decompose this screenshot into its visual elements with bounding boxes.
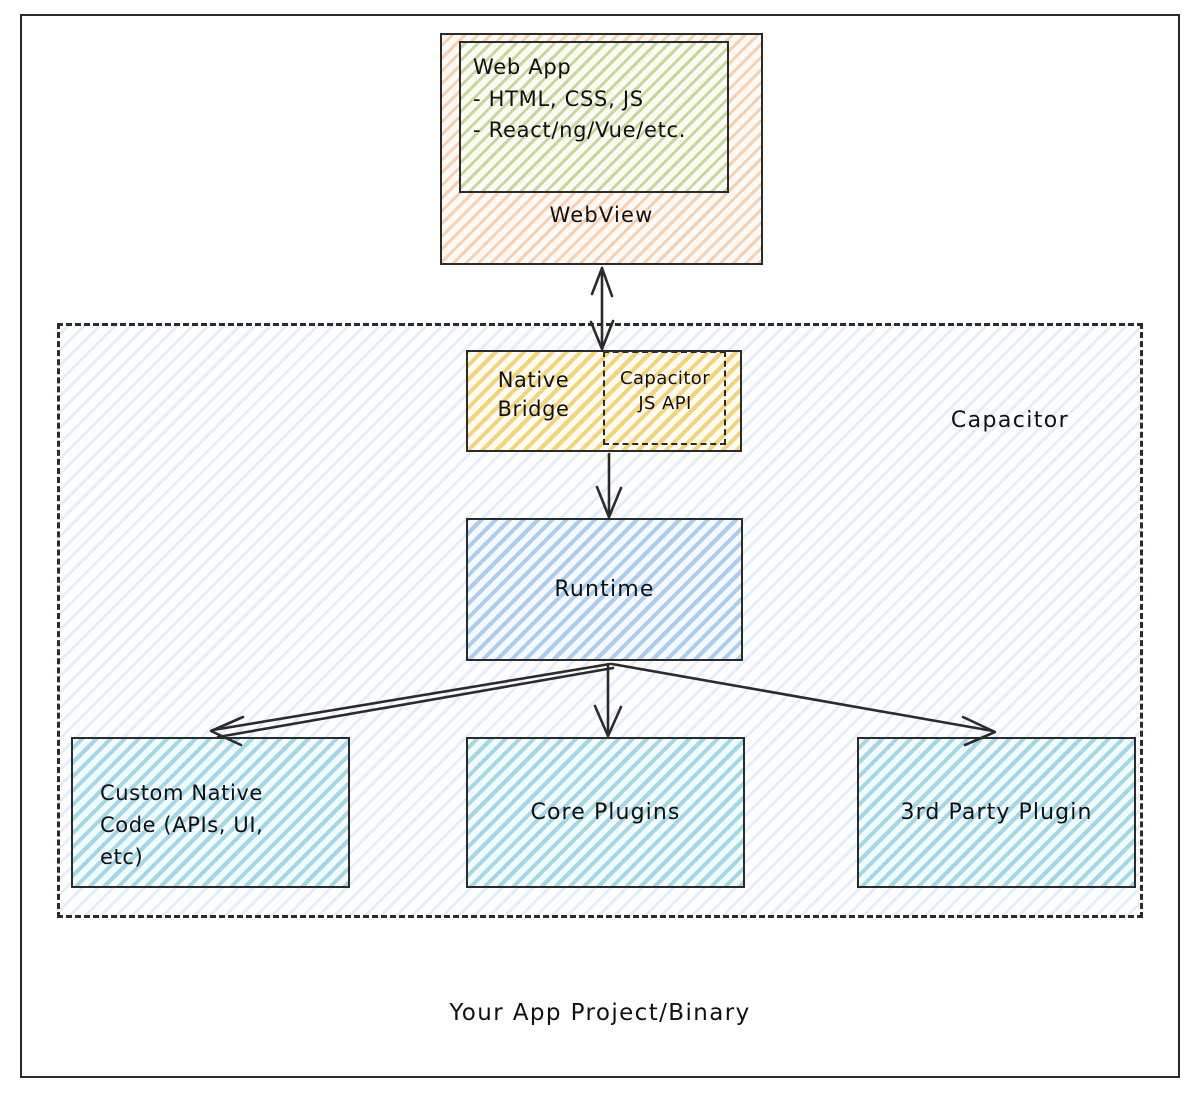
capacitor-container-label: Capacitor	[950, 408, 1070, 433]
node-third-party-plugin: 3rd Party Plugin	[857, 737, 1136, 888]
node-native-bridge-label: Native Bridge	[497, 368, 570, 421]
node-custom-native-code-label: Custom Native Code (APIs, UI, etc)	[100, 781, 264, 869]
node-runtime-label: Runtime	[554, 576, 655, 602]
bottom-caption: Your App Project/Binary	[449, 1000, 751, 1026]
node-capacitor-js-api-label: Capacitor JS API	[619, 368, 711, 414]
node-core-plugins-label: Core Plugins	[530, 799, 681, 825]
node-capacitor-js-api	[603, 351, 726, 445]
node-web-app	[459, 41, 729, 193]
node-third-party-plugin-label: 3rd Party Plugin	[900, 799, 1093, 825]
node-core-plugins: Core Plugins	[466, 737, 745, 888]
node-runtime: Runtime	[466, 518, 743, 661]
node-custom-native-code	[71, 737, 350, 888]
node-web-app-label: Web App - HTML, CSS, JS - React/ng/Vue/e…	[473, 55, 687, 142]
node-webview-label: WebView	[549, 203, 654, 227]
